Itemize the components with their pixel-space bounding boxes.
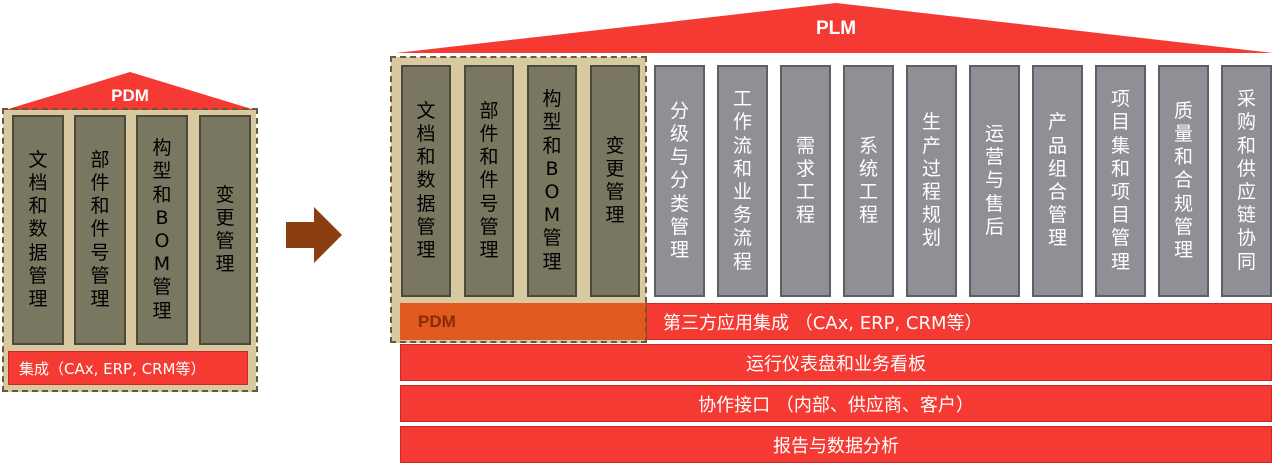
plm-pillar-portfolio: 产品组合管理 [1032,65,1083,297]
plm-roof-title: PLM [815,18,857,39]
plm-pdm-pillar-change: 变更管理 [590,65,640,297]
pdm-roof [5,72,255,110]
pdm-pillar-parts: 部件和件号管理 [74,115,126,345]
plm-pillar-operations: 运营与售后 [969,65,1020,297]
pdm-pillar-documents: 文档和数据管理 [12,115,64,345]
plm-dashboard-bar: 运行仪表盘和业务看板 [400,344,1272,381]
plm-integration-bar: 第三方应用集成 （CAx, ERP, CRM等） [646,303,1272,340]
pdm-pillar-change: 变更管理 [199,115,251,345]
plm-pillar-classification: 分级与分类管理 [654,65,705,297]
plm-reporting-bar: 报告与数据分析 [400,426,1272,463]
plm-pillar-projects: 项目集和项目管理 [1095,65,1146,297]
pdm-dashed-frame [2,108,258,392]
pdm-pillar-bom: 构型和BOM管理 [136,115,188,345]
plm-house: PLM 文档和数据管理 部件和件号管理 构型和BOM管理 变更管理 分级与分类管… [384,0,1280,467]
plm-pillar-requirements: 需求工程 [780,65,831,297]
plm-pillar-workflow: 工作流和业务流程 [717,65,768,297]
plm-pdm-pillar-parts: 部件和件号管理 [464,65,514,297]
plm-roof [396,3,1273,53]
plm-pillar-systems: 系统工程 [843,65,894,297]
pdm-zone-dashed-frame [390,56,647,343]
pdm-roof-title: PDM [111,86,149,105]
plm-pdm-label: PDM [400,303,646,340]
plm-pillar-quality: 质量和合规管理 [1158,65,1209,297]
plm-collaboration-bar: 协作接口 （内部、供应商、客户） [400,385,1272,422]
plm-pillar-procurement: 采购和供应链协同 [1221,65,1272,297]
arrow-right-icon [286,207,342,263]
plm-pillar-production: 生产过程规划 [906,65,957,297]
plm-pdm-pillar-bom: 构型和BOM管理 [527,65,577,297]
pdm-house: PDM 文档和数据管理 部件和件号管理 构型和BOM管理 变更管理 集成（CAx… [0,0,260,395]
plm-pdm-pillar-documents: 文档和数据管理 [401,65,451,297]
pdm-integration-bar: 集成（CAx, ERP, CRM等） [8,351,248,385]
